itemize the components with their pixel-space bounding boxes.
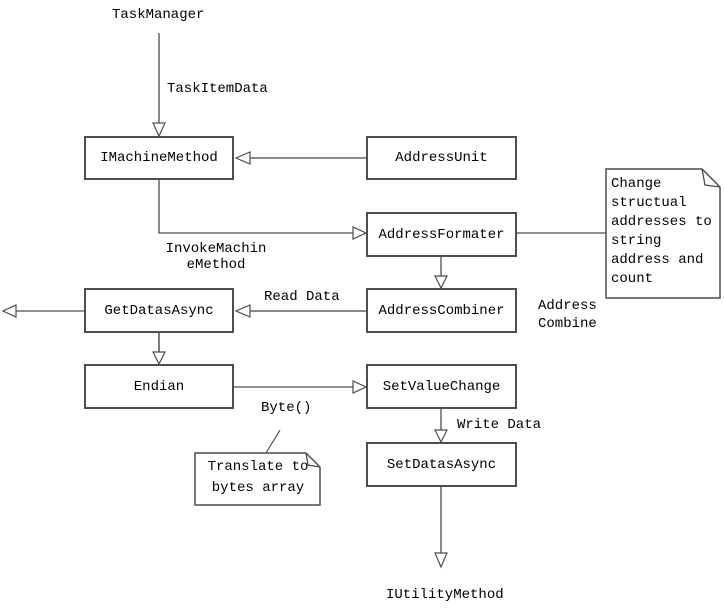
arrowhead-getdatasasync-endian (152, 351, 166, 366)
node-imachinemethod-label: IMachineMethod (100, 150, 218, 166)
connector-note-byte (265, 429, 281, 454)
node-addressunit-label: AddressUnit (395, 150, 488, 166)
edge-label-invokemachinemethod: InvokeMachin eMethod (165, 241, 267, 273)
node-taskmanager-label: TaskManager (112, 7, 205, 23)
node-setvaluechange: SetValueChange (366, 364, 517, 409)
node-addressformater-label: AddressFormater (378, 226, 505, 243)
node-getdatasasync-label: GetDatasAsync (104, 302, 214, 319)
edge-label-writedata: Write Data (457, 417, 542, 433)
arrowhead-setvaluechange-setdatasasync (434, 429, 448, 444)
node-setdatasasync: SetDatasAsync (366, 442, 517, 487)
note-change-structual-shape (605, 168, 721, 299)
arrowhead-addressunit-imachinemethod (234, 151, 251, 165)
node-endian: Endian (84, 364, 234, 409)
connector-imachinemethod-addressformater (158, 180, 353, 234)
arrowhead-addresscombiner-getdatasasync (234, 304, 251, 318)
node-addresscombiner: AddressCombiner (366, 288, 517, 333)
edge-label-readdata: Read Data (264, 289, 340, 305)
arrowhead-setdatasasync-iutilitymethod (434, 552, 448, 569)
node-iutilitymethod-label: IUtilityMethod (386, 587, 504, 603)
node-setdatasasync-label: SetDatasAsync (386, 456, 497, 473)
node-endian-label: Endian (133, 378, 185, 395)
note-translate-bytes-text: Translate to bytes array (207, 459, 309, 496)
node-addressunit: AddressUnit (366, 136, 517, 180)
edge-label-byte: Byte() (261, 400, 312, 416)
arrowhead-endian-setvaluechange (352, 380, 368, 394)
node-addresscombiner-label: AddressCombiner (378, 302, 505, 319)
edge-label-addresscombine: Address Combine (538, 298, 597, 332)
node-imachinemethod: IMachineMethod (84, 136, 234, 180)
note-translate-bytes-shape (194, 452, 321, 506)
node-getdatasasync: GetDatasAsync (84, 288, 234, 333)
arrowhead-getdatasasync-out (1, 304, 17, 318)
arrowhead-taskmanager-imachinemethod (152, 122, 166, 138)
arrowhead-addressformater-addresscombiner (434, 275, 448, 290)
note-translate-bytes-fold-corner (305, 452, 321, 468)
note-change-structual-fold-corner (701, 168, 721, 188)
node-setvaluechange-label: SetValueChange (382, 378, 501, 395)
arrowhead-imachinemethod-addressformater (352, 226, 368, 240)
node-addressformater: AddressFormater (366, 212, 517, 257)
note-change-structual-text: Change structual addresses to string add… (611, 176, 712, 287)
edge-label-taskitemdata: TaskItemData (167, 81, 268, 97)
